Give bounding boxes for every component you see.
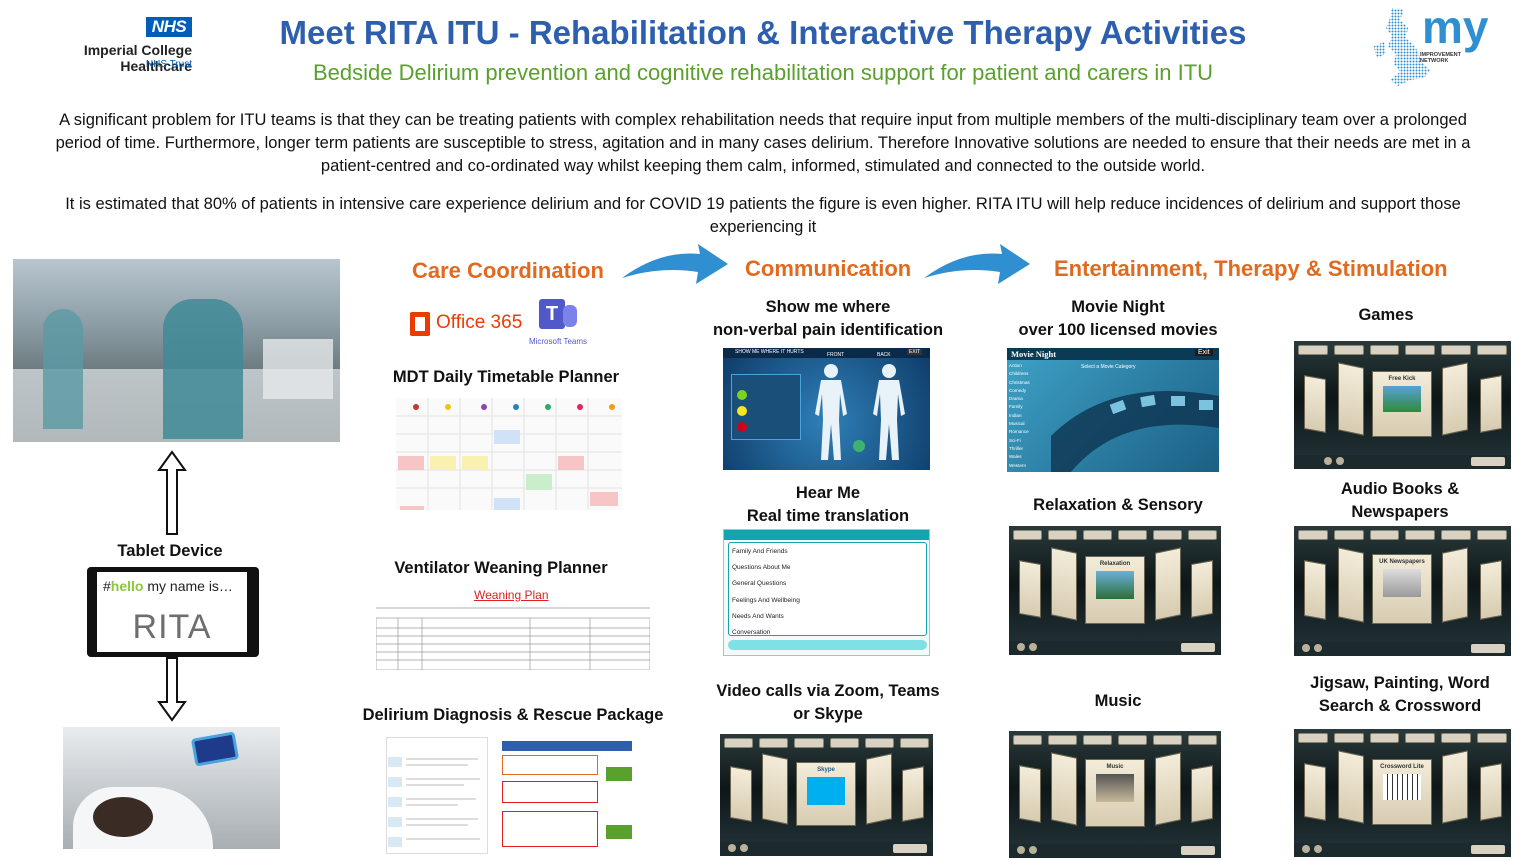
movie-category[interactable]: Childrens (1009, 371, 1029, 377)
movie-category[interactable]: Family (1009, 404, 1023, 410)
heading-communication: Communication (745, 256, 912, 281)
tablet-device: #hello my name is… RITA (87, 567, 259, 657)
music-title: Music (1094, 692, 1142, 710)
menu-button[interactable] (893, 844, 927, 853)
movie-category[interactable]: Drama (1009, 396, 1023, 402)
movie-night-screen: Movie Night Exit Select a Movie Category… (1007, 348, 1219, 472)
hear-me-item[interactable]: Feelings And Wellbeing (732, 596, 800, 604)
menu-button[interactable] (1471, 457, 1505, 466)
rita-wordmark: RITA (132, 608, 212, 646)
my-logo: my (1422, 1, 1489, 53)
my-logo-sub: IMPROVEMENT NETWORK (1420, 52, 1461, 64)
flow-arrow-icon (924, 244, 1030, 284)
hear-me-list: Family And Friends Questions About Me Ge… (732, 544, 922, 641)
movie-category[interactable]: Action (1009, 363, 1022, 368)
audio-books-title: Audio Books & Newspapers (1340, 480, 1460, 521)
music-screen: Music (1009, 731, 1221, 858)
movie-category[interactable]: Western (1009, 462, 1027, 468)
page-subtitle: Bedside Delirium prevention and cognitiv… (312, 60, 1214, 85)
uk-map-icon (1374, 8, 1430, 86)
heading-care-coordination: Care Coordination (412, 258, 604, 283)
movie-category[interactable]: Indian (1009, 412, 1022, 418)
org-name: Imperial College Healthcare (83, 42, 192, 74)
relaxation-screen: Relaxation (1009, 526, 1221, 655)
movie-category[interactable]: Wales (1009, 454, 1022, 460)
video-calls-screen: Skype (720, 734, 933, 856)
menu-button[interactable] (1181, 643, 1215, 652)
recycle-icon[interactable] (853, 440, 865, 452)
mdt-label: MDT Daily Timetable Planner (392, 368, 620, 386)
hear-me-item[interactable]: Conversation (732, 629, 771, 637)
up-arrow-icon (157, 450, 187, 535)
menu-button[interactable] (1181, 846, 1215, 855)
pain-level-mid-icon[interactable] (737, 406, 747, 416)
hear-me-item[interactable]: Questions About Me (732, 564, 791, 572)
music-card[interactable]: Music (1085, 759, 1145, 827)
show-me-where-screen: SHOW ME WHERE IT HURTS FRONT BACK EXIT (723, 348, 930, 470)
movie-exit-button[interactable]: Exit (1195, 349, 1213, 356)
heading-entertainment: Entertainment, Therapy & Stimulation (1054, 256, 1448, 281)
crossword-card[interactable]: Crossword Lite (1372, 759, 1432, 825)
hear-me-item[interactable]: General Questions (732, 580, 787, 588)
tablet-screen: #hello my name is… RITA (97, 572, 247, 652)
intro-paragraph-2: It is estimated that 80% of patients in … (65, 195, 1461, 236)
relaxation-title: Relaxation & Sensory (1033, 496, 1203, 514)
delirium-package-image (386, 737, 634, 854)
vent-doc-title: Weaning Plan (474, 588, 549, 602)
games-title: Games (1358, 306, 1414, 324)
movie-night-title: Movie Night over 100 licensed movies (1018, 298, 1218, 339)
film-strip-icon (1051, 391, 1219, 472)
games-screen: Free Kick (1294, 341, 1511, 469)
movie-category-list: Action Childrens Christmas Comedy Drama … (1009, 362, 1047, 470)
video-calls-title: Video calls via Zoom, Teams or Skype (716, 682, 940, 723)
menu-button[interactable] (1471, 845, 1505, 854)
teams-icon: T (539, 299, 565, 329)
nhs-logo: NHS (146, 17, 192, 37)
office365-logo: Office 365 (410, 310, 522, 338)
vent-label: Ventilator Weaning Planner (394, 559, 608, 577)
movie-category[interactable]: Christmas (1009, 379, 1030, 385)
hear-me-item[interactable]: Family And Friends (732, 548, 788, 555)
movie-category[interactable]: Romance (1009, 429, 1029, 435)
weaning-plan-image (376, 602, 650, 670)
exit-button[interactable]: EXIT (907, 349, 923, 355)
audio-books-screen: UK Newspapers (1294, 526, 1511, 656)
uk-map-logo (1370, 6, 1436, 88)
jigsaw-screen: Crossword Lite (1294, 729, 1511, 857)
intro-paragraph-1: A significant problem for ITU teams is t… (55, 111, 1471, 175)
hello-text: #hello my name is… (103, 578, 233, 594)
body-back-icon[interactable] (869, 362, 909, 462)
hear-me-title: Hear Me Real time translation (746, 484, 910, 525)
movie-category[interactable]: Thriller (1009, 445, 1024, 451)
org-sub: NHS Trust (145, 59, 192, 70)
relaxation-card[interactable]: Relaxation (1085, 556, 1145, 624)
movie-category[interactable]: Musical (1009, 421, 1025, 427)
teams-logo: T Microsoft Teams (525, 297, 595, 349)
hear-me-screen: Family And Friends Questions About Me Ge… (723, 529, 930, 656)
patient-with-tablet-photo (63, 727, 280, 849)
jigsaw-title: Jigsaw, Painting, Word Search & Crosswor… (1310, 674, 1490, 715)
pain-level-high-icon[interactable] (737, 422, 747, 432)
movie-category[interactable]: Comedy (1009, 387, 1027, 393)
movie-category[interactable]: Sci-Fi (1009, 437, 1021, 443)
free-kick-card[interactable]: Free Kick (1372, 371, 1432, 437)
pain-level-low-icon[interactable] (737, 390, 747, 400)
show-me-title: Show me where non-verbal pain identifica… (712, 298, 944, 339)
page-title: Meet RITA ITU - Rehabilitation & Interac… (279, 14, 1247, 51)
menu-button[interactable] (1471, 644, 1505, 653)
delirium-label: Delirium Diagnosis & Rescue Package (362, 706, 664, 724)
body-front-icon[interactable] (811, 362, 851, 462)
flow-arrow-icon (622, 244, 728, 284)
tablet-device-label: Tablet Device (117, 542, 223, 560)
uk-newspapers-card[interactable]: UK Newspapers (1372, 554, 1432, 624)
mdt-timetable-image (396, 398, 622, 510)
itu-ward-photo (13, 259, 340, 442)
down-arrow-icon (157, 657, 187, 722)
hear-me-item[interactable]: Needs And Wants (732, 612, 784, 620)
skype-card[interactable]: Skype (796, 762, 856, 826)
